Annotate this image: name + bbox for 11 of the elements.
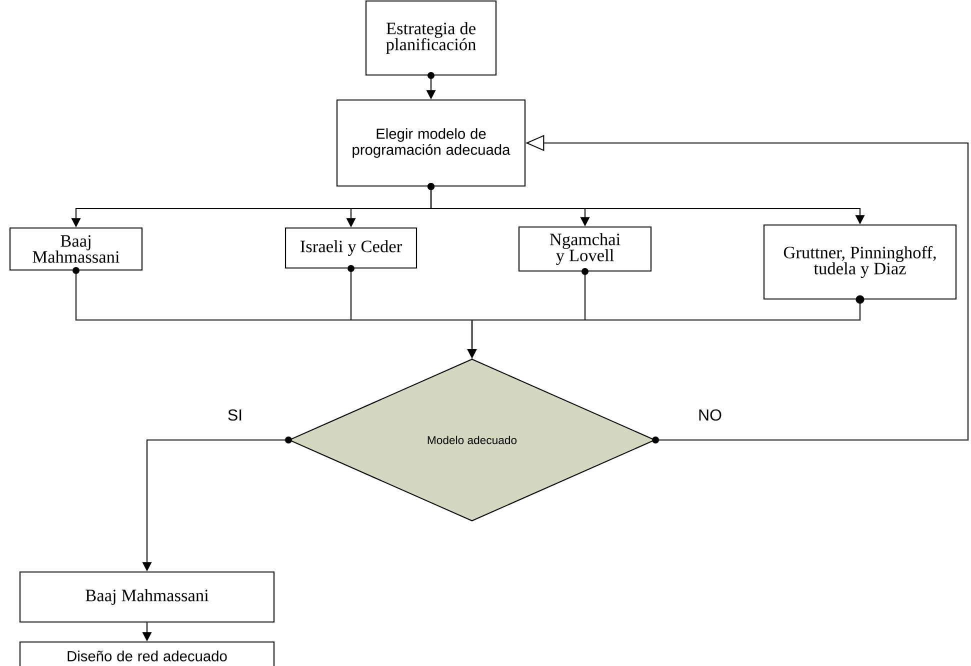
edge-label: NO <box>696 408 724 422</box>
process-box: Elegir modelo de programación adecuada <box>336 99 526 187</box>
process-box: Ngamchai y Lovell <box>518 226 652 272</box>
arrow <box>471 295 864 358</box>
process-box: Baaj Mahmassani <box>19 571 275 623</box>
process-box: Estrategia de planificación <box>365 0 497 76</box>
process-box: Gruttner, Pinninghoff, tudela y Diaz <box>763 224 957 300</box>
edge-label: SI <box>226 408 244 422</box>
process-box: Israeli y Ceder <box>284 227 418 269</box>
process-box: Diseño de red adecuado <box>19 641 275 666</box>
process-box: Baaj Mahmassani <box>9 227 143 271</box>
